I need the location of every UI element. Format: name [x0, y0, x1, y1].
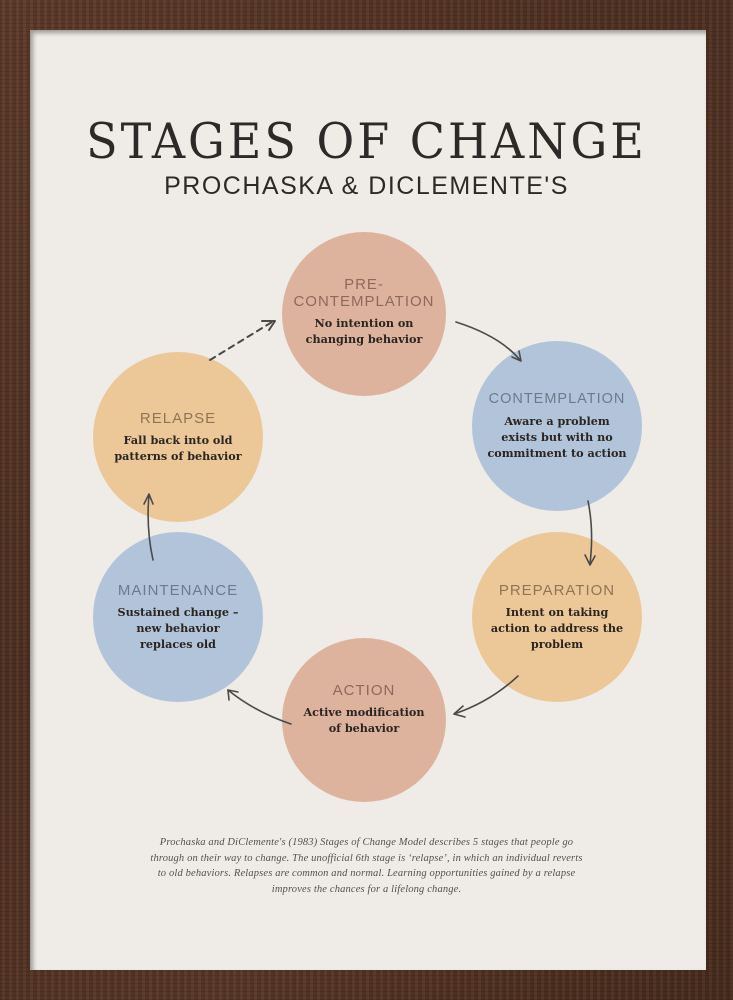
stage-name: ACTION [332, 682, 396, 699]
stage-circle-preparation: PREPARATION Intent on taking action to a… [472, 532, 642, 702]
desc-line: of behavior [328, 721, 400, 735]
desc-line: action to address the [490, 621, 624, 635]
stage-name: PRE- CONTEMPLATION [293, 276, 434, 310]
caption-line: through on their way to change. The unof… [150, 852, 583, 864]
stage-circle-relapse: RELAPSE Fall back into old patterns of b… [93, 352, 263, 522]
stage-circle-contemplation: CONTEMPLATION Aware a problem exists but… [472, 341, 642, 511]
stage-name-line-2: CONTEMPLATION [293, 292, 435, 310]
desc-line: exists but with no [501, 430, 613, 444]
desc-line: Active modification [303, 705, 425, 719]
desc-line: changing behavior [305, 331, 423, 346]
stage-description: Active modification of behavior [303, 704, 424, 736]
poster-title: STAGES OF CHANGE [86, 112, 647, 170]
stage-description: Fall back into old patterns of behavior [114, 432, 241, 464]
desc-line: Intent on taking [505, 605, 609, 619]
caption-line: improves the chances for a lifelong chan… [271, 883, 462, 895]
stage-description: No intention on changing behavior [306, 315, 423, 347]
stage-name: CONTEMPLATION [488, 391, 626, 407]
desc-line: replaces old [140, 637, 216, 651]
desc-line: new behavior [136, 621, 220, 635]
desc-line: patterns of behavior [114, 449, 242, 463]
desc-line: No intention on [314, 315, 414, 330]
desc-line: Sustained change – [117, 605, 239, 619]
desc-line: Fall back into old [123, 433, 233, 447]
desc-line: Aware a problem [504, 414, 610, 428]
stage-circle-action: ACTION Active modification of behavior [282, 638, 446, 802]
stage-name: PREPARATION [498, 582, 616, 599]
stage-circle-pre-contemplation: PRE- CONTEMPLATION No intention on chang… [282, 232, 446, 396]
stage-name: RELAPSE [139, 410, 217, 427]
stage-name-line-1: PRE- [344, 275, 384, 293]
poster-subtitle: PROCHASKA & DICLEMENTE'S [164, 172, 569, 200]
stage-circle-maintenance: MAINTENANCE Sustained change – new behav… [93, 532, 263, 702]
caption-line: Prochaska and DiClemente's (1983) Stages… [159, 837, 574, 848]
caption-text: Prochaska and DiClemente's (1983) Stages… [110, 835, 623, 897]
desc-line: commitment to action [487, 446, 627, 460]
stage-description: Aware a problem exists but with no commi… [487, 413, 626, 461]
stage-description: Sustained change – new behavior replaces… [118, 604, 239, 652]
caption-line: to old behaviors. Relapses are common an… [157, 868, 576, 879]
stage-description: Intent on taking action to address the p… [491, 604, 623, 652]
stage-name: MAINTENANCE [117, 582, 239, 599]
desc-line: problem [530, 637, 584, 651]
